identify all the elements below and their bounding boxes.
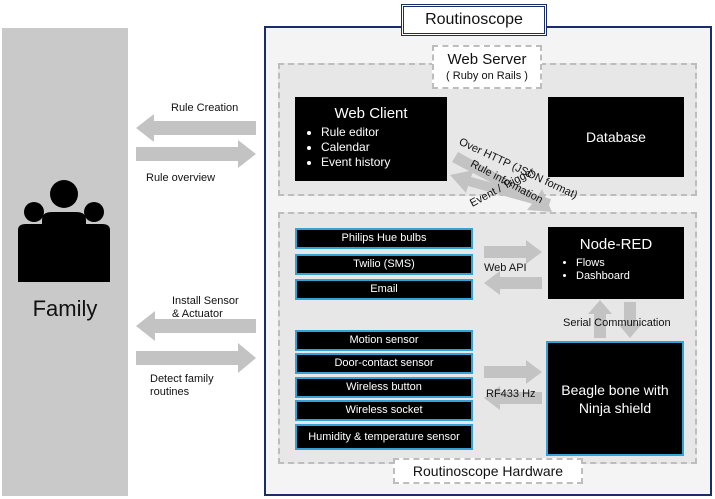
label-rule-overview: Rule overview: [146, 172, 216, 184]
actuator-item: Email: [295, 279, 473, 300]
sensor-item: Door-contact sensor: [295, 353, 473, 374]
label-line: Install Sensor: [172, 295, 239, 307]
label-rf433: RF433 Hz: [486, 388, 536, 400]
web-client-title: Web Client: [334, 105, 408, 122]
label-line: routines: [150, 386, 190, 398]
arrow-serial-down: [618, 302, 642, 338]
node-red-title: Node-RED: [579, 236, 653, 253]
hardware-title: Routinoscope Hardware: [393, 458, 583, 484]
arrow-web-api-left: [484, 271, 542, 295]
arrow-event-trigger: [450, 170, 551, 208]
label-line: & Actuator: [172, 308, 223, 320]
arrow-rf433-right: [484, 360, 542, 384]
database-box: Database: [548, 97, 684, 177]
list-item: Rule editor: [321, 125, 447, 140]
sensor-item: Humidity & temperature sensor: [295, 424, 473, 450]
web-client-box: Web Client Rule editor Calendar Event hi…: [295, 97, 447, 181]
beagle-bone-box: Beagle bone with Ninja shield: [546, 341, 684, 456]
sensor-item: Wireless socket: [295, 400, 473, 421]
label-install-sensor-actuator: Install Sensor & Actuator: [172, 295, 239, 321]
label-line: Detect family: [150, 373, 214, 385]
family-people-icon: [18, 180, 110, 282]
label-detect-routines: Detect family routines: [150, 373, 214, 399]
system-title: Routinoscope: [401, 4, 547, 36]
actuator-item: Twilio (SMS): [295, 254, 473, 275]
arrow-detect: [136, 343, 256, 373]
arrow-rule-creation: [136, 114, 256, 142]
list-item: Calendar: [321, 140, 447, 155]
label-rule-creation: Rule Creation: [171, 102, 239, 114]
arrow-serial-up: [588, 300, 612, 338]
label-web-api: Web API: [484, 262, 527, 274]
list-item: Dashboard: [576, 270, 684, 283]
label-serial-communication: Serial Communication: [563, 317, 671, 329]
actuator-item: Philips Hue bulbs: [295, 228, 473, 249]
arrow-install: [136, 311, 256, 341]
web-server-title: Web Server: [447, 51, 527, 68]
sensor-item: Motion sensor: [295, 330, 473, 351]
arrow-rule-overview: [136, 140, 256, 168]
list-item: Event history: [321, 155, 447, 170]
sensor-item: Wireless button: [295, 377, 473, 398]
family-label: Family: [32, 296, 98, 321]
web-server-subtitle: ( Ruby on Rails ): [446, 70, 528, 82]
list-item: Flows: [576, 257, 684, 270]
node-red-feature-list: Flows Dashboard: [548, 257, 684, 283]
arrow-rf433-left: [484, 386, 542, 410]
node-red-box: Node-RED Flows Dashboard: [548, 227, 684, 299]
web-client-feature-list: Rule editor Calendar Event history: [295, 125, 447, 170]
arrow-web-api-right: [484, 240, 542, 264]
web-server-title-box: Web Server ( Ruby on Rails ): [432, 45, 542, 89]
